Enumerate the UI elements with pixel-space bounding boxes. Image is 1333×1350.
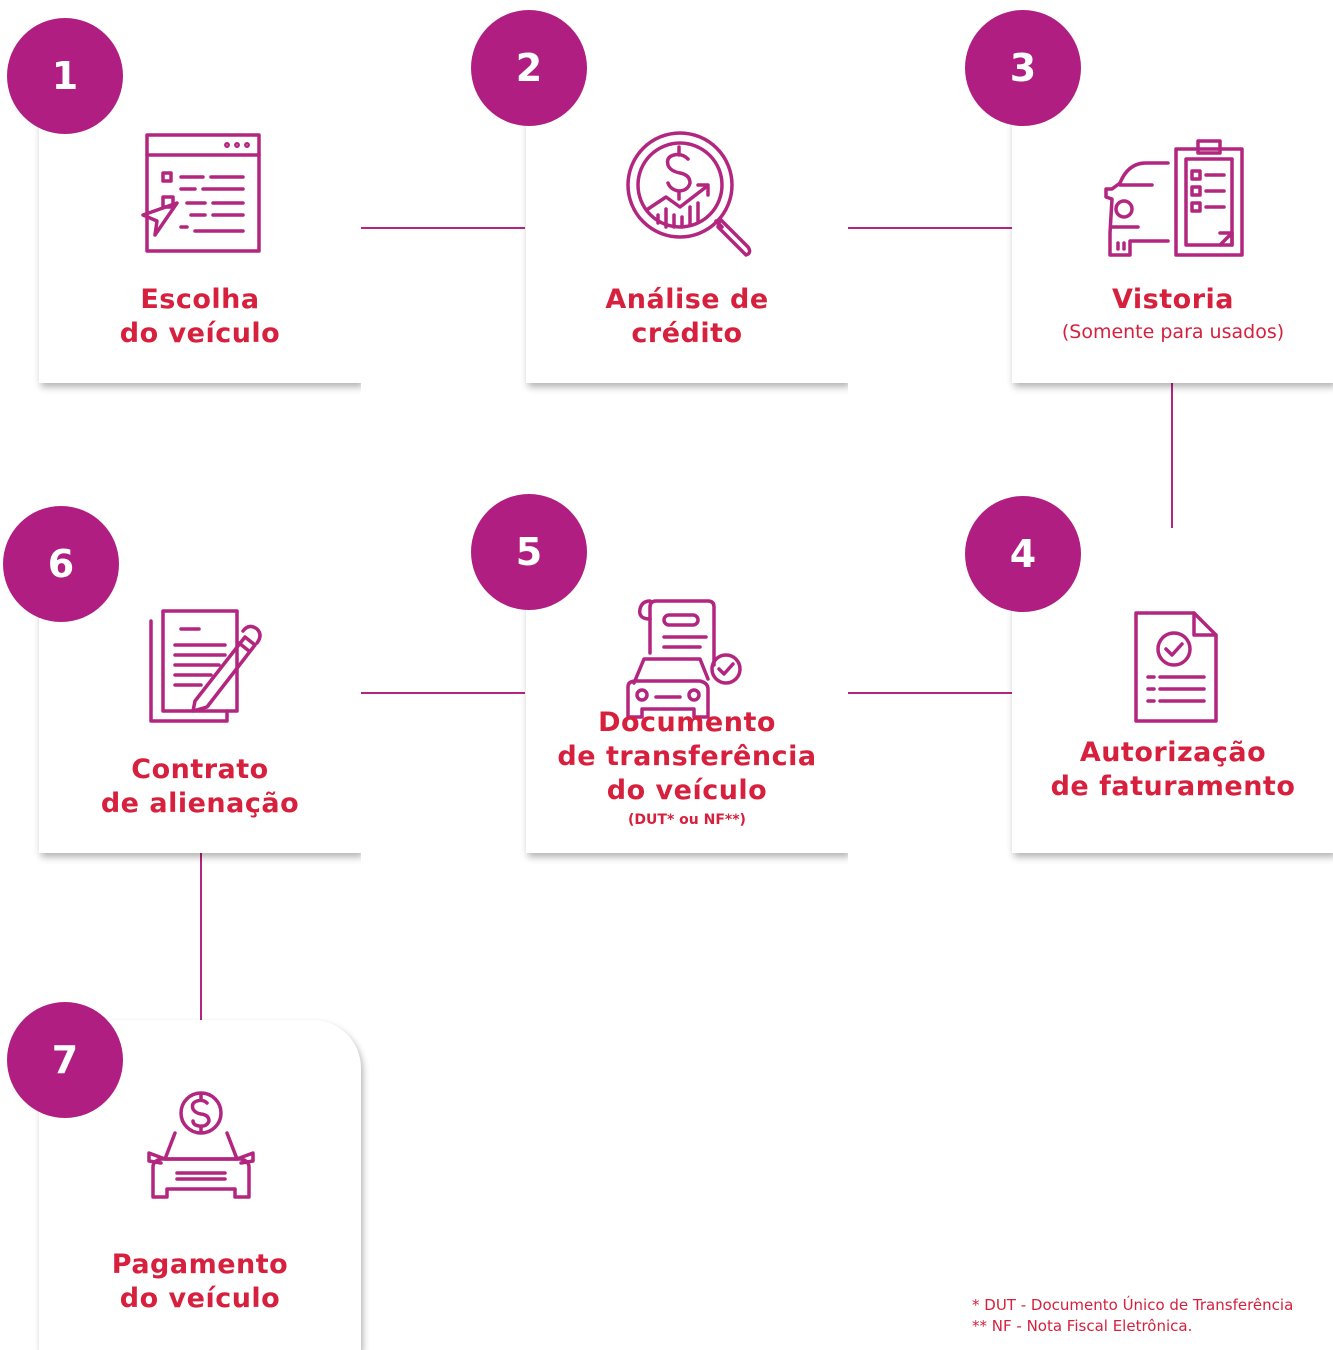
footnote-nf: ** NF - Nota Fiscal Eletrônica. <box>972 1317 1193 1335</box>
step-card-3: Vistoria (Somente para usados) <box>1012 58 1333 383</box>
step-title: Análise de crédito <box>605 284 769 349</box>
connector-3-4 <box>1171 383 1173 530</box>
connector-2-3 <box>848 227 1012 229</box>
step-card-1: Escolha do veículo <box>39 58 361 383</box>
credit-analysis-magnifier-icon <box>626 131 752 257</box>
step-badge-1: 1 <box>7 18 123 134</box>
step-badge-4: 4 <box>965 496 1081 612</box>
step-title: Documento de transferência do veículo <box>557 707 817 806</box>
step-note: (DUT* ou NF**) <box>628 812 746 828</box>
step-title: Escolha do veículo <box>119 284 281 349</box>
step-card-5: Documento de transferência do veículo (D… <box>526 528 848 853</box>
step-title: Vistoria <box>1112 284 1234 315</box>
step-badge-6: 6 <box>3 506 119 622</box>
connector-6-7 <box>200 853 202 1020</box>
footnotes: * DUT - Documento Único de Transferência… <box>972 1295 1293 1337</box>
step-title: Contrato de alienação <box>100 754 300 819</box>
step-badge-5: 5 <box>471 494 587 610</box>
step-title: Autorização de faturamento <box>1050 737 1296 802</box>
car-payment-icon <box>147 1091 255 1199</box>
step-subtitle: (Somente para usados) <box>1061 321 1285 343</box>
step-badge-2: 2 <box>471 10 587 126</box>
step-badge-3: 3 <box>965 10 1081 126</box>
car-document-check-icon <box>626 599 742 719</box>
connector-5-6 <box>361 692 525 694</box>
connector-1-2 <box>361 227 525 229</box>
car-inspection-clipboard-icon <box>1104 139 1244 257</box>
approved-document-icon <box>1134 611 1218 723</box>
footnote-dut: * DUT - Documento Único de Transferência <box>972 1296 1294 1314</box>
contract-signing-icon <box>149 609 262 723</box>
web-selection-icon <box>141 133 261 253</box>
connector-4-5 <box>848 692 1012 694</box>
step-badge-7: 7 <box>7 1002 123 1118</box>
step-title: Pagamento do veículo <box>111 1249 289 1314</box>
step-card-2: Análise de crédito <box>526 58 848 383</box>
